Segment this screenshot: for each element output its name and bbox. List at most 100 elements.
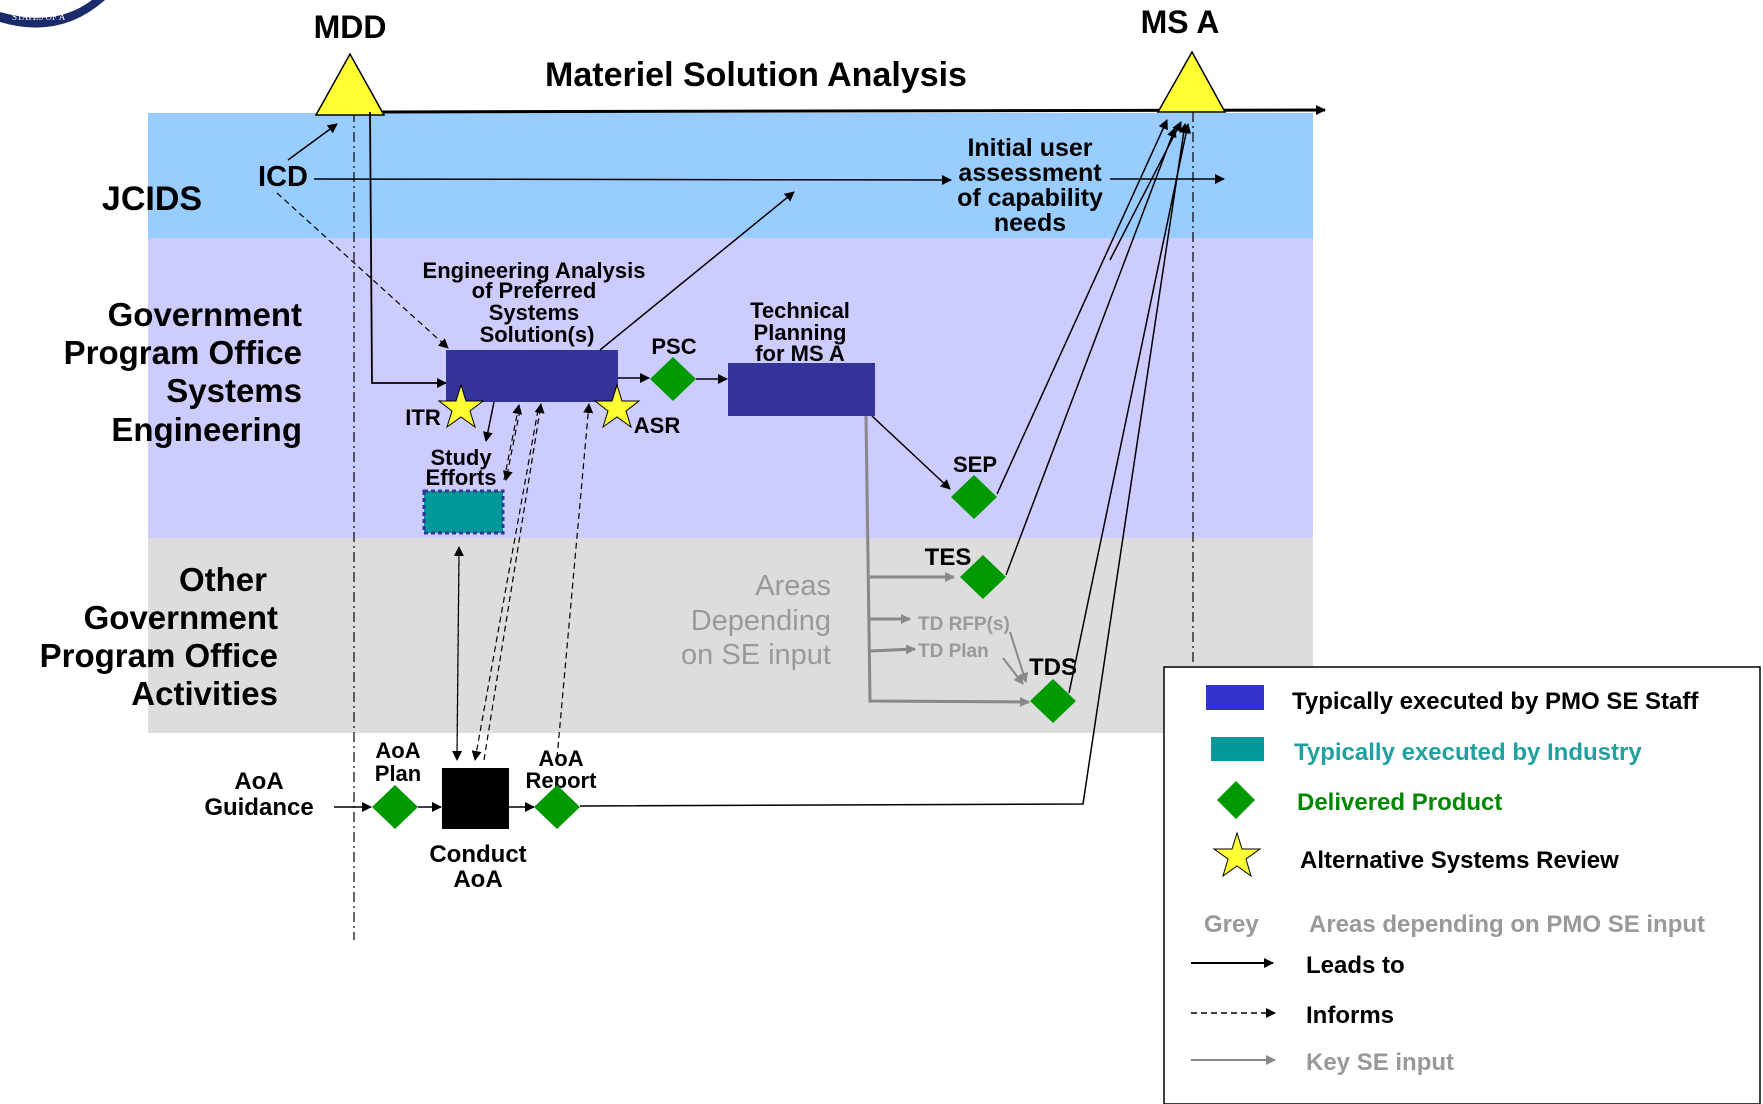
td-rfp-to-tds — [1009, 631, 1029, 683]
aoa-plan-line-1: AoA — [375, 738, 420, 763]
key-se-to-td-plan — [869, 644, 916, 655]
td-plan-label: TD Plan — [918, 641, 989, 662]
aoa-guidance-line-2: Guidance — [204, 794, 313, 821]
eng-analysis-line-1: Engineering Analysis — [423, 258, 646, 283]
tds-product-diamond — [1030, 679, 1076, 723]
seal-logo: STATES OF A — [0, 0, 105, 28]
conduct-aoa-line-2: AoA — [453, 866, 502, 893]
initial-user-line-1: Initial user — [967, 134, 1092, 162]
analysis-to-study-arrow — [482, 401, 495, 442]
sep-label: SEP — [953, 452, 997, 477]
jcids-lane — [148, 113, 1313, 238]
tech-planning-line-3: for MS A — [755, 341, 845, 366]
aoa-report-line-2: Report — [526, 768, 598, 793]
aoa-report-to-msa-arrow — [579, 123, 1189, 807]
areas-line-1: Areas — [755, 570, 831, 602]
sep-product-diamond — [951, 475, 997, 519]
study-aoa-link-down — [452, 559, 463, 761]
msa-label: MS A — [1141, 4, 1220, 40]
tds-to-msa-arrow — [1068, 123, 1192, 694]
legend-frame — [1163, 666, 1761, 1104]
legend-pmo-swatch — [1206, 685, 1264, 710]
legend-asr-text: Alternative Systems Review — [1300, 847, 1619, 874]
tes-to-msa-arrow — [1005, 127, 1177, 576]
td-plan-to-tds — [1002, 657, 1024, 685]
legend-delivered-text: Delivered Product — [1297, 789, 1502, 816]
tech-planning-line-2: Planning — [754, 320, 847, 345]
other-line-1: Other — [179, 561, 267, 598]
msa-milestone-triangle — [1156, 50, 1227, 113]
study-line-1: Study — [430, 445, 492, 470]
aoa-informs-analysis-arrow — [483, 403, 545, 761]
study-efforts-box — [422, 489, 505, 535]
aoa-guidance-line-1: AoA — [234, 768, 283, 795]
eng-analysis-line-3: Systems — [489, 300, 580, 325]
tes-product-diamond — [960, 555, 1006, 599]
initial-user-line-4: needs — [994, 209, 1066, 237]
icd-to-mdd-arrow — [287, 123, 338, 161]
tech-planning-box — [728, 363, 875, 416]
areas-line-3: on SE input — [681, 639, 831, 671]
aoa-report-line-1: AoA — [538, 746, 583, 771]
legend-informs-text: Informs — [1306, 1002, 1394, 1029]
areas-line-2: Depending — [691, 605, 831, 637]
legend-leads-text: Leads to — [1306, 952, 1405, 979]
icd-informs-analysis-arrow — [276, 192, 449, 349]
key-se-trunk — [864, 415, 1030, 707]
other-line-2: Government — [84, 599, 278, 636]
legend-grey-desc: Areas depending on PMO SE input — [1309, 911, 1705, 938]
legend-product-diamond — [1217, 781, 1255, 819]
other-line-3: Program Office — [40, 637, 278, 674]
conduct-aoa-line-1: Conduct — [429, 841, 526, 868]
phase-title: Materiel Solution Analysis — [545, 56, 967, 94]
analysis-informs-study-arrow — [502, 409, 521, 481]
svg-text:STATES OF A: STATES OF A — [12, 12, 66, 22]
td-rfp-label: TD RFP(s) — [918, 614, 1010, 635]
legend-asr-star — [1212, 831, 1262, 878]
other-line-4: Activities — [131, 675, 278, 712]
aoa-report-diamond — [534, 785, 580, 829]
conduct-aoa-box — [442, 768, 509, 829]
study-informs-analysis-arrow — [503, 404, 523, 481]
tes-label: TES — [925, 544, 972, 571]
itr-review-star — [437, 383, 485, 429]
planning-to-sep-arrow — [871, 415, 951, 490]
sep-to-msa-arrow — [996, 119, 1168, 495]
gov-se-line-2: Program Office — [64, 334, 302, 371]
study-line-2: Efforts — [426, 465, 497, 490]
itr-label: ITR — [405, 405, 441, 430]
psc-label: PSC — [651, 334, 696, 359]
legend-grey-key: Grey — [1204, 911, 1259, 938]
user-assessment-to-msa-arrow — [1109, 121, 1182, 261]
initial-user-line-3: of capability — [957, 184, 1103, 212]
gov-se-line-4: Engineering — [111, 411, 302, 448]
asr-review-star — [593, 383, 641, 429]
legend: Typically executed by PMO SE Staff Typic… — [1163, 666, 1761, 1104]
study-aoa-link-up — [453, 546, 464, 751]
icd-label: ICD — [258, 161, 308, 193]
psc-product-diamond — [650, 357, 696, 401]
tds-label: TDS — [1029, 654, 1077, 681]
icd-to-user-assessment-arrow — [313, 174, 952, 185]
legend-industry-swatch — [1211, 737, 1264, 761]
aoa-plan-diamond — [372, 785, 418, 829]
other-gov-lane — [148, 538, 1313, 733]
gov-se-line-3: Systems — [166, 372, 302, 409]
legend-industry-text: Typically executed by Industry — [1294, 739, 1642, 766]
tech-planning-line-1: Technical — [750, 298, 850, 323]
legend-key-se-text: Key SE input — [1306, 1049, 1454, 1076]
eng-analysis-box — [446, 350, 618, 402]
jcids-lane-label: JCIDS — [102, 180, 202, 218]
mdd-to-analysis-arrow — [369, 111, 447, 388]
eng-analysis-line-4: Solution(s) — [480, 322, 595, 347]
mdd-label: MDD — [314, 9, 387, 45]
analysis-to-user-assessment-arrow — [599, 191, 795, 351]
aoa-plan-line-2: Plan — [375, 761, 421, 786]
initial-user-line-2: assessment — [958, 159, 1102, 187]
gov-se-line-1: Government — [108, 296, 302, 333]
mdd-milestone-triangle — [314, 52, 386, 116]
legend-pmo-text: Typically executed by PMO SE Staff — [1292, 688, 1699, 715]
asr-label: ASR — [634, 413, 681, 438]
eng-analysis-line-2: of Preferred — [472, 278, 597, 303]
